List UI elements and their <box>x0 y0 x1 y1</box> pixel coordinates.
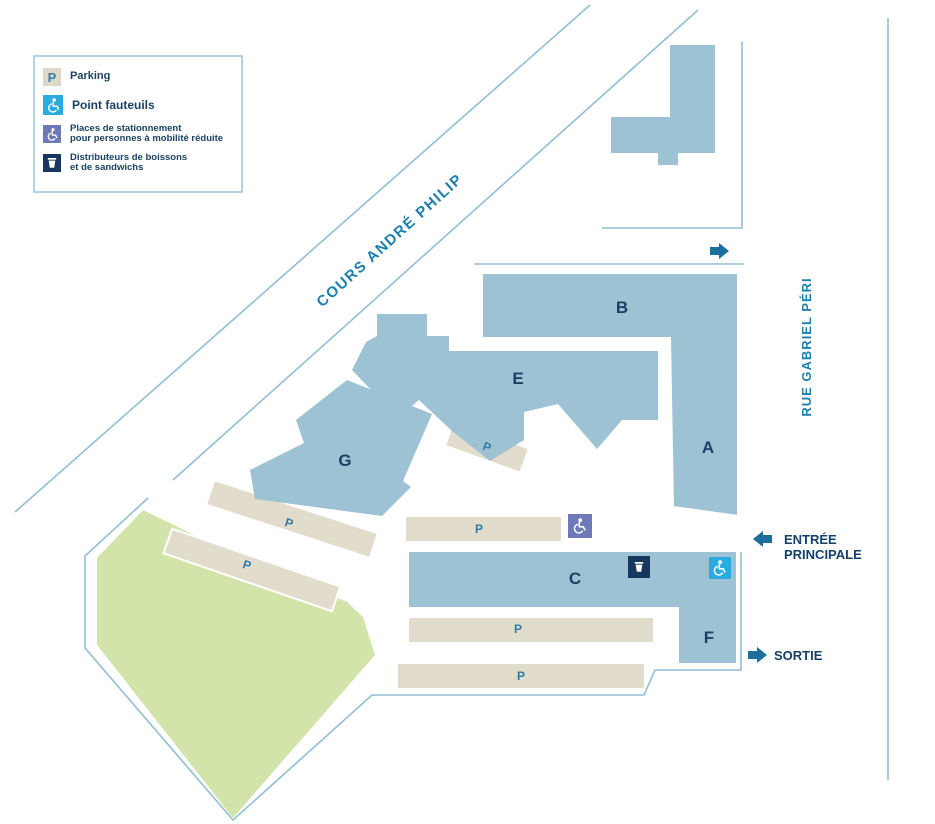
exit-arrow-icon <box>748 647 767 663</box>
vending-machine-icon <box>628 556 650 578</box>
building-north <box>611 45 715 165</box>
exit-label: SORTIE <box>774 648 823 663</box>
parking-strip <box>407 616 655 644</box>
wheelchair-icon <box>43 95 63 115</box>
street-label-rue-gabriel-peri: RUE GABRIEL PÉRI <box>799 277 814 416</box>
legend-label-distributeurs-line1: Distributeurs de boissons <box>70 151 188 163</box>
building-label-f: F <box>704 628 714 647</box>
parking-label: P <box>517 669 525 683</box>
legend-label-pmr-line1: Places de stationnement <box>70 123 182 134</box>
legend-panel: P Parking Point fauteuils <box>33 55 243 193</box>
parking-strip <box>396 662 646 690</box>
parking-label: P <box>283 515 295 531</box>
parking-icon: P <box>43 68 61 86</box>
building-label-a: A <box>702 438 714 457</box>
building-a-b <box>481 272 739 518</box>
entrance-label-line1: ENTRÉE <box>784 532 837 547</box>
parking-strip <box>162 527 342 613</box>
legend-item-distributeurs: Distributeurs de boissons et de sandwich… <box>43 151 233 173</box>
street-label-cours-andre-philip: COURS ANDRÉ PHILIP <box>313 171 466 311</box>
legend-label-point-fauteuils: Point fauteuils <box>72 97 155 112</box>
legend-label-distributeurs-line2: et de sandwichs <box>70 161 144 173</box>
entrance-label-line2: PRINCIPALE <box>784 547 862 562</box>
legend-item-point-fauteuils: Point fauteuils <box>43 95 233 115</box>
legend-label-pmr-line2: pour personnes à mobilité réduite <box>70 132 224 144</box>
main-entrance-arrow-icon <box>753 531 772 547</box>
legend-item-parking: P Parking <box>43 68 233 86</box>
boundary-bottom <box>84 497 742 822</box>
parking-label: P <box>514 622 522 636</box>
building-label-b: B <box>616 298 628 317</box>
parking-strip <box>404 515 563 543</box>
boundary-top-right <box>602 42 743 229</box>
wheelchair-point-icon <box>709 557 731 579</box>
accessible-parking-icon <box>43 124 61 143</box>
legend-label-pmr: Places de stationnement pour personnes à… <box>70 124 223 144</box>
legend-item-pmr: Places de stationnement pour personnes à… <box>43 124 233 144</box>
vending-machine-icon <box>43 153 61 172</box>
building-label-c: C <box>569 569 581 588</box>
parking-label: P <box>475 522 483 536</box>
street-line-cours-lower <box>172 9 699 481</box>
building-c-f <box>407 550 738 665</box>
building-label-g: G <box>338 451 351 470</box>
green-area <box>97 510 375 818</box>
north-entry-arrow-icon <box>710 243 729 259</box>
building-g <box>250 380 432 516</box>
parking-strip <box>204 478 380 560</box>
building-e <box>352 314 658 461</box>
legend-label-parking: Parking <box>70 70 111 83</box>
building-label-e: E <box>512 369 523 388</box>
street-line-cours-upper <box>14 4 591 513</box>
legend-label-distributeurs: Distributeurs de boissons et de sandwich… <box>70 151 188 173</box>
accessible-parking-icon <box>568 514 592 538</box>
